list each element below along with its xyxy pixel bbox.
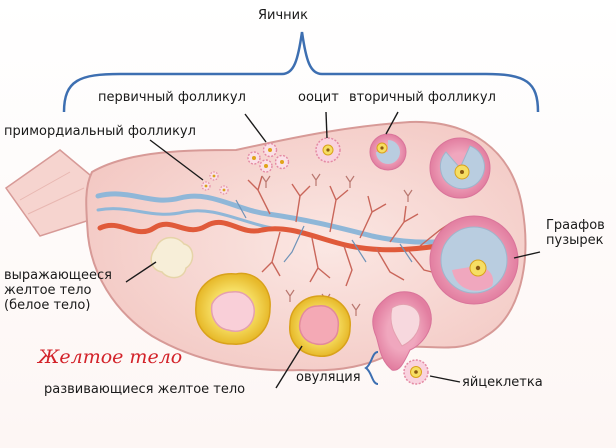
secondary-follicle — [369, 133, 407, 171]
primary-follicles — [247, 142, 290, 173]
pointer-lines — [125, 111, 541, 389]
oocyte-follicle — [315, 137, 341, 163]
graafian-follicle — [429, 215, 519, 305]
ovary-brace — [62, 31, 540, 113]
egg-cell — [403, 359, 429, 385]
ovary-label: Яичник — [258, 8, 308, 23]
ovulation-brace — [364, 351, 379, 385]
corpus-albicans — [150, 236, 194, 279]
oocyte-label: ооцит — [298, 90, 339, 105]
ovulation-label: овуляция — [296, 370, 361, 385]
developing-corpus-luteum — [289, 295, 351, 357]
graafian-follicle-label: Граафов пузырек — [546, 218, 605, 248]
primordial-follicles — [201, 171, 229, 195]
primary-follicle-label: первичный фолликул — [98, 90, 246, 105]
secondary-follicle-label: вторичный фолликул — [349, 90, 496, 105]
developing-corpus-luteum-label: развивающиеся желтое тело — [44, 382, 246, 397]
primordial-follicle-label: примордиальный фолликул — [4, 124, 196, 139]
ovulating-follicle — [372, 291, 432, 371]
egg-cell-label: яйцеклетка — [462, 375, 543, 390]
corpus-albicans-label: выражающееся желтое тело (белое тело) — [4, 268, 112, 313]
corpus-luteum — [195, 272, 271, 345]
artery — [97, 219, 441, 253]
antral-follicle — [429, 137, 491, 199]
corpus-luteum-label: Желтое тело — [38, 346, 183, 368]
vein — [95, 191, 459, 245]
